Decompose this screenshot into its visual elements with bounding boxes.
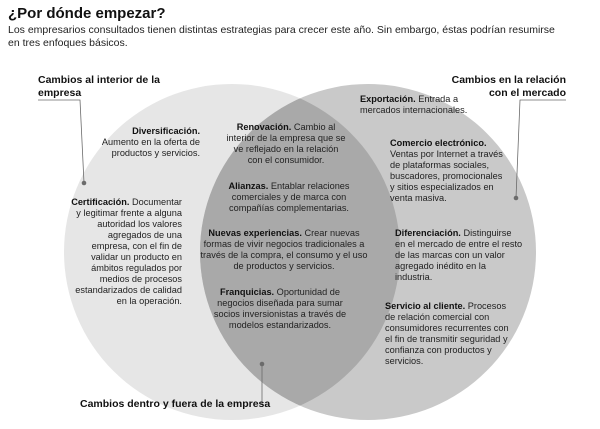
item-text: Documentar y legitimar frente a alguna a…: [75, 197, 182, 306]
item-servicio-al-cliente: Servicio al cliente. Procesos de relació…: [385, 301, 513, 367]
item-title: Certificación.: [71, 197, 130, 207]
item-title: Comercio electrónico.: [390, 138, 487, 148]
page-title: ¿Por dónde empezar?: [8, 5, 166, 22]
item-franquicias: Franquicias. Oportunidad de negocios dis…: [210, 287, 350, 331]
item-text: Crear nuevas formas de vivir negocios tr…: [200, 228, 368, 271]
item-title: Renovación.: [236, 122, 292, 132]
item-diferenciacion: Diferenciación. Distinguirse en el merca…: [395, 228, 523, 283]
item-text: Oportunidad de negocios diseñada para su…: [213, 287, 347, 330]
item-text: Ventas por Internet a través de platafor…: [390, 149, 503, 203]
item-text: Entrada a mercados internacionales.: [360, 94, 468, 115]
bottom-leader-dot: [259, 361, 265, 367]
label-bottom: Cambios dentro y fuera de la empresa: [80, 398, 271, 410]
page-subtitle: Los empresarios consultados tienen disti…: [8, 24, 555, 49]
item-title: Exportación.: [360, 94, 416, 104]
item-title: Diferenciación.: [395, 228, 461, 238]
item-certificacion: Certificación. Documentar y legitimar fr…: [70, 197, 182, 307]
item-text: Procesos de relación comercial con consu…: [385, 301, 509, 366]
item-text: Entablar relaciones comerciales y de mar…: [228, 181, 350, 213]
item-comercio-electronico: Comercio electrónico. Ventas por Interne…: [390, 138, 506, 204]
item-title: Diversificación.: [132, 126, 200, 136]
label-right: Cambios en la relación con el mercado: [451, 74, 566, 99]
left-leader-dot: [81, 180, 87, 186]
item-title: Alianzas.: [228, 181, 269, 191]
label-left: Cambios al interior de la empresa: [38, 74, 160, 99]
left-leader-line: [38, 99, 85, 184]
item-title: Franquicias.: [219, 287, 275, 297]
item-text: Distinguirse en el mercado de entre el r…: [395, 228, 523, 282]
right-leader-line: [515, 99, 566, 199]
right-leader-dot: [513, 195, 519, 201]
item-exportacion: Exportación. Entrada a mercados internac…: [360, 94, 490, 116]
item-title: Servicio al cliente.: [385, 301, 466, 311]
item-diversificacion: Diversificación. Aumento en la oferta de…: [100, 126, 200, 159]
overlap-region: [200, 84, 400, 420]
item-text: Aumento en la oferta de productos y serv…: [101, 137, 200, 158]
item-text: Cambio al interior de la empresa que se …: [226, 122, 346, 165]
item-title: Nuevas experiencias.: [208, 228, 302, 238]
item-alianzas: Alianzas. Entablar relaciones comerciale…: [218, 181, 360, 214]
item-nuevas-experiencias: Nuevas experiencias. Crear nuevas formas…: [195, 228, 373, 272]
item-renovacion: Renovación. Cambio al interior de la emp…: [226, 122, 346, 166]
